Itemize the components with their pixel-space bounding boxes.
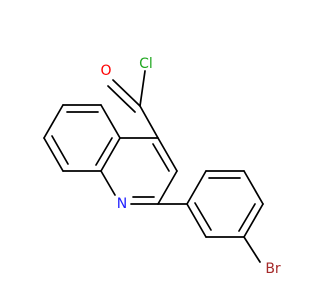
bond-carbonyl-o	[112, 79, 141, 107]
bond-c2-c3	[157, 170, 178, 205]
bond-ar1-ar2	[186, 170, 207, 205]
bond-ar3-ar4	[243, 170, 264, 205]
oxygen-atom-label: O	[100, 63, 111, 79]
bond-ar6-ar1-inner	[194, 202, 212, 231]
bond-c4a-c8a-inner	[95, 137, 113, 166]
atom-labels: O Cl N Br	[100, 56, 280, 277]
bond-c5-c4a	[100, 104, 121, 139]
bond-c8-c7-inner	[51, 135, 69, 165]
molecule-drawing: O Cl N Br	[43, 56, 281, 277]
bond-ar6-ar1	[186, 203, 207, 238]
bond-c3-c4-inner	[152, 143, 170, 172]
bond-ar4-ar5-inner	[238, 203, 256, 232]
structure-canvas: O Cl N Br	[43, 56, 281, 277]
bond-c8a-n1	[100, 170, 116, 196]
bond-c8-c7	[43, 137, 64, 172]
bonds	[43, 70, 264, 263]
bond-c4a-c8a	[100, 137, 121, 172]
bond-c3-c4	[157, 137, 178, 172]
bond-c4-carbonyl	[139, 105, 159, 139]
bromine-atom-label: Br	[265, 261, 281, 277]
chlorine-atom-label: Cl	[139, 56, 153, 72]
bond-ar4-br	[243, 236, 261, 263]
bond-carbonyl-cl	[139, 70, 146, 107]
bond-carbonyl-o-double	[107, 85, 136, 113]
bond-c7-c6	[43, 104, 64, 139]
nitrogen-atom-label: N	[117, 196, 127, 212]
bond-ar4-ar5	[243, 203, 264, 238]
